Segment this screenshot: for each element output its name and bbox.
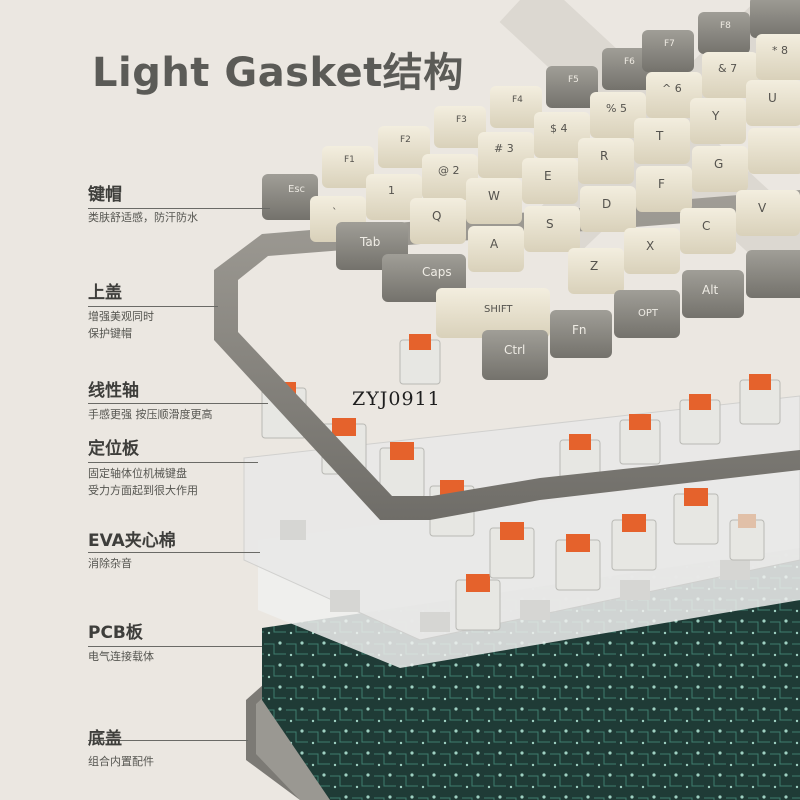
svg-text:Ctrl: Ctrl xyxy=(504,343,525,357)
svg-text:U: U xyxy=(768,91,777,105)
leader-line-top-case xyxy=(88,306,218,307)
svg-text:V: V xyxy=(758,201,767,215)
svg-text:A: A xyxy=(490,237,499,251)
keycap-row-q: Tab Q W E R T Y U xyxy=(336,80,800,270)
keycap-row-fn: Esc F1 F2 F3 F4 F5 F6 F7 F8 xyxy=(262,0,800,220)
layer-desc: 消除杂音 xyxy=(88,557,132,570)
layer-title: 底盖 xyxy=(88,729,122,749)
svg-text:Alt: Alt xyxy=(702,283,719,297)
leader-line-keycap xyxy=(88,208,270,209)
svg-text:F7: F7 xyxy=(664,39,675,49)
svg-text:D: D xyxy=(602,197,611,211)
layer-label-switch: 线性轴 手感更强 按压顺滑度更高 xyxy=(88,380,213,422)
svg-text:F2: F2 xyxy=(400,135,411,145)
svg-text:1: 1 xyxy=(388,184,395,197)
keycap-row-bottom: Ctrl Fn OPT Alt xyxy=(482,250,800,380)
svg-text:E: E xyxy=(544,169,552,183)
svg-text:F4: F4 xyxy=(512,95,523,105)
layer-title: 线性轴 xyxy=(88,381,139,401)
svg-text:T: T xyxy=(655,129,664,143)
layer-title: 键帽 xyxy=(88,185,122,205)
layer-desc: 类肤舒适感，防汗防水 xyxy=(88,211,198,224)
svg-text:F1: F1 xyxy=(344,155,355,165)
page-title: Light Gasket结构 xyxy=(92,50,464,96)
svg-text:F3: F3 xyxy=(456,115,467,125)
plate-cutouts xyxy=(280,520,750,632)
layer-label-top-case: 上盖 增强美观同时 保护键帽 xyxy=(88,282,154,341)
layer-label-eva: EVA夹心棉 消除杂音 xyxy=(88,530,176,571)
layer-desc: 保护键帽 xyxy=(88,327,132,340)
svg-text:* 8: * 8 xyxy=(772,44,788,57)
svg-text:^ 6: ^ 6 xyxy=(662,82,682,95)
svg-text:SHIFT: SHIFT xyxy=(484,304,513,315)
svg-text:X: X xyxy=(646,239,654,253)
layer-title: EVA夹心棉 xyxy=(88,531,176,551)
leader-line-plate xyxy=(88,462,258,463)
svg-text:Z: Z xyxy=(590,259,598,273)
svg-text:`: ` xyxy=(332,206,338,219)
svg-text:Fn: Fn xyxy=(572,323,587,337)
layer-label-pcb: PCB板 电气连接载体 xyxy=(88,622,154,664)
svg-text:G: G xyxy=(714,157,723,171)
layer-desc: 增强美观同时 xyxy=(88,310,154,323)
layer-title: 定位板 xyxy=(88,439,139,459)
layer-desc: 固定轴体位机械键盘 xyxy=(88,467,187,480)
svg-text:F6: F6 xyxy=(624,57,635,67)
svg-text:Tab: Tab xyxy=(359,235,380,249)
svg-text:@ 2: @ 2 xyxy=(438,164,460,177)
layer-title: 上盖 xyxy=(88,283,122,303)
svg-text:F8: F8 xyxy=(720,21,731,31)
svg-text:% 5: % 5 xyxy=(606,102,627,115)
svg-text:$ 4: $ 4 xyxy=(550,122,568,135)
watermark-text: ZYJ0911 xyxy=(352,388,441,410)
svg-text:Caps: Caps xyxy=(422,265,452,279)
svg-text:S: S xyxy=(546,217,554,231)
svg-text:& 7: & 7 xyxy=(718,62,737,75)
leader-line-switch xyxy=(88,403,268,404)
layer-title: PCB板 xyxy=(88,623,143,643)
layer-desc: 受力方面起到很大作用 xyxy=(88,484,198,497)
keycap-set: Esc F1 F2 F3 F4 F5 F6 F7 F8 ` 1 @ 2 # 3 … xyxy=(262,0,800,380)
svg-text:C: C xyxy=(702,219,710,233)
leader-line-pcb xyxy=(88,646,262,647)
svg-text:W: W xyxy=(488,189,500,203)
svg-text:R: R xyxy=(600,149,608,163)
leader-line-bottom-case xyxy=(88,740,248,741)
svg-text:Q: Q xyxy=(432,209,441,223)
layer-desc: 电气连接载体 xyxy=(88,650,154,663)
keycap-row-number: ` 1 @ 2 # 3 $ 4 % 5 ^ 6 & 7 * 8 xyxy=(310,34,800,242)
leader-line-eva xyxy=(88,552,260,553)
layer-desc: 组合内置配件 xyxy=(88,755,154,768)
svg-text:OPT: OPT xyxy=(638,308,659,319)
layer-label-plate: 定位板 固定轴体位机械键盘 受力方面起到很大作用 xyxy=(88,438,198,498)
svg-text:Y: Y xyxy=(711,109,720,123)
svg-text:F5: F5 xyxy=(568,75,579,85)
svg-text:F: F xyxy=(658,177,665,191)
layer-label-bottom-case: 底盖 组合内置配件 xyxy=(88,728,154,769)
layer-label-keycap: 键帽 类肤舒适感，防汗防水 xyxy=(88,184,198,225)
layer-desc: 手感更强 按压顺滑度更高 xyxy=(88,408,213,421)
keycap-row-z: SHIFT Z X C V xyxy=(436,190,800,338)
keycap-label: Esc xyxy=(288,184,305,195)
svg-text:# 3: # 3 xyxy=(494,142,514,155)
